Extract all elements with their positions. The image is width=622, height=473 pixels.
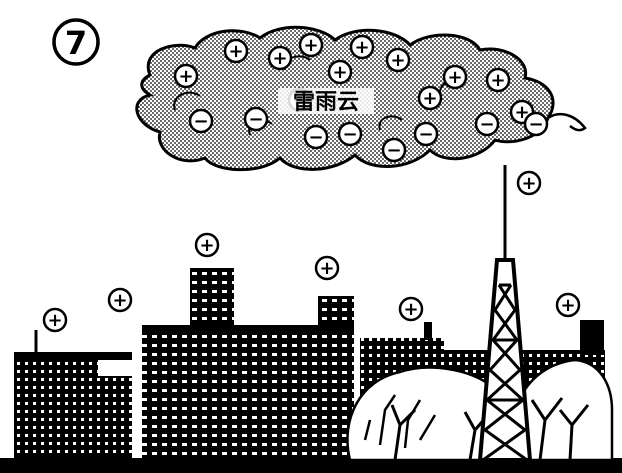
svg-text:+: +: [422, 88, 437, 109]
svg-text:+: +: [272, 48, 287, 69]
svg-text:+: +: [332, 62, 347, 83]
svg-text:−: −: [386, 140, 401, 161]
positive-charge-icon: +: [298, 32, 324, 58]
negative-charge-icon: −: [413, 121, 439, 147]
positive-charge-icon: +: [223, 38, 249, 64]
positive-charge-icon: +: [194, 232, 220, 258]
svg-text:−: −: [248, 109, 263, 130]
figure-number: 7: [52, 18, 100, 66]
svg-text:+: +: [447, 67, 462, 88]
svg-text:+: +: [390, 50, 405, 71]
positive-charge-icon: +: [107, 287, 133, 313]
svg-text:+: +: [199, 235, 214, 256]
svg-text:+: +: [112, 290, 127, 311]
cloud-label: 雷雨云: [278, 88, 374, 115]
tree-icon: [346, 366, 492, 462]
positive-charge-icon: +: [314, 255, 340, 281]
svg-text:−: −: [342, 124, 357, 145]
positive-charge-icon: +: [398, 296, 424, 322]
svg-text:−: −: [193, 111, 208, 132]
svg-text:−: −: [528, 114, 543, 135]
negative-charge-icon: −: [188, 108, 214, 134]
positive-charge-icon: +: [385, 47, 411, 73]
svg-text:+: +: [560, 295, 575, 316]
svg-text:+: +: [178, 66, 193, 87]
positive-charge-icon: +: [42, 307, 68, 333]
positive-charge-icon: +: [417, 85, 443, 111]
negative-charge-icon: −: [337, 121, 363, 147]
svg-text:+: +: [303, 35, 318, 56]
negative-charge-icon: −: [474, 111, 500, 137]
positive-charge-icon: +: [327, 59, 353, 85]
svg-text:+: +: [521, 173, 536, 194]
ground-charges: + + + + + + +: [42, 170, 581, 333]
lightning-rod-tower-icon: [477, 165, 533, 462]
positive-charge-icon: +: [516, 170, 542, 196]
svg-text:−: −: [418, 124, 433, 145]
figure-number-text: 7: [65, 24, 87, 62]
negative-charge-icon: −: [303, 124, 329, 150]
negative-charge-icon: −: [243, 106, 269, 132]
svg-text:+: +: [490, 70, 505, 91]
negative-charge-icon: −: [381, 137, 407, 163]
positive-charge-icon: +: [555, 292, 581, 318]
positive-charge-icon: +: [267, 45, 293, 71]
svg-text:−: −: [479, 114, 494, 135]
svg-text:+: +: [403, 299, 418, 320]
cloud-label-text: 雷雨云: [293, 90, 359, 115]
positive-charge-icon: +: [485, 67, 511, 93]
svg-text:+: +: [354, 37, 369, 58]
positive-charge-icon: +: [173, 63, 199, 89]
building-icon: [14, 352, 98, 462]
positive-charge-icon: +: [349, 34, 375, 60]
building-icon: [142, 325, 354, 462]
svg-text:+: +: [228, 41, 243, 62]
svg-text:+: +: [47, 310, 62, 331]
positive-charge-icon: +: [442, 64, 468, 90]
negative-charge-icon: −: [523, 111, 549, 137]
svg-text:−: −: [308, 127, 323, 148]
svg-text:+: +: [319, 258, 334, 279]
